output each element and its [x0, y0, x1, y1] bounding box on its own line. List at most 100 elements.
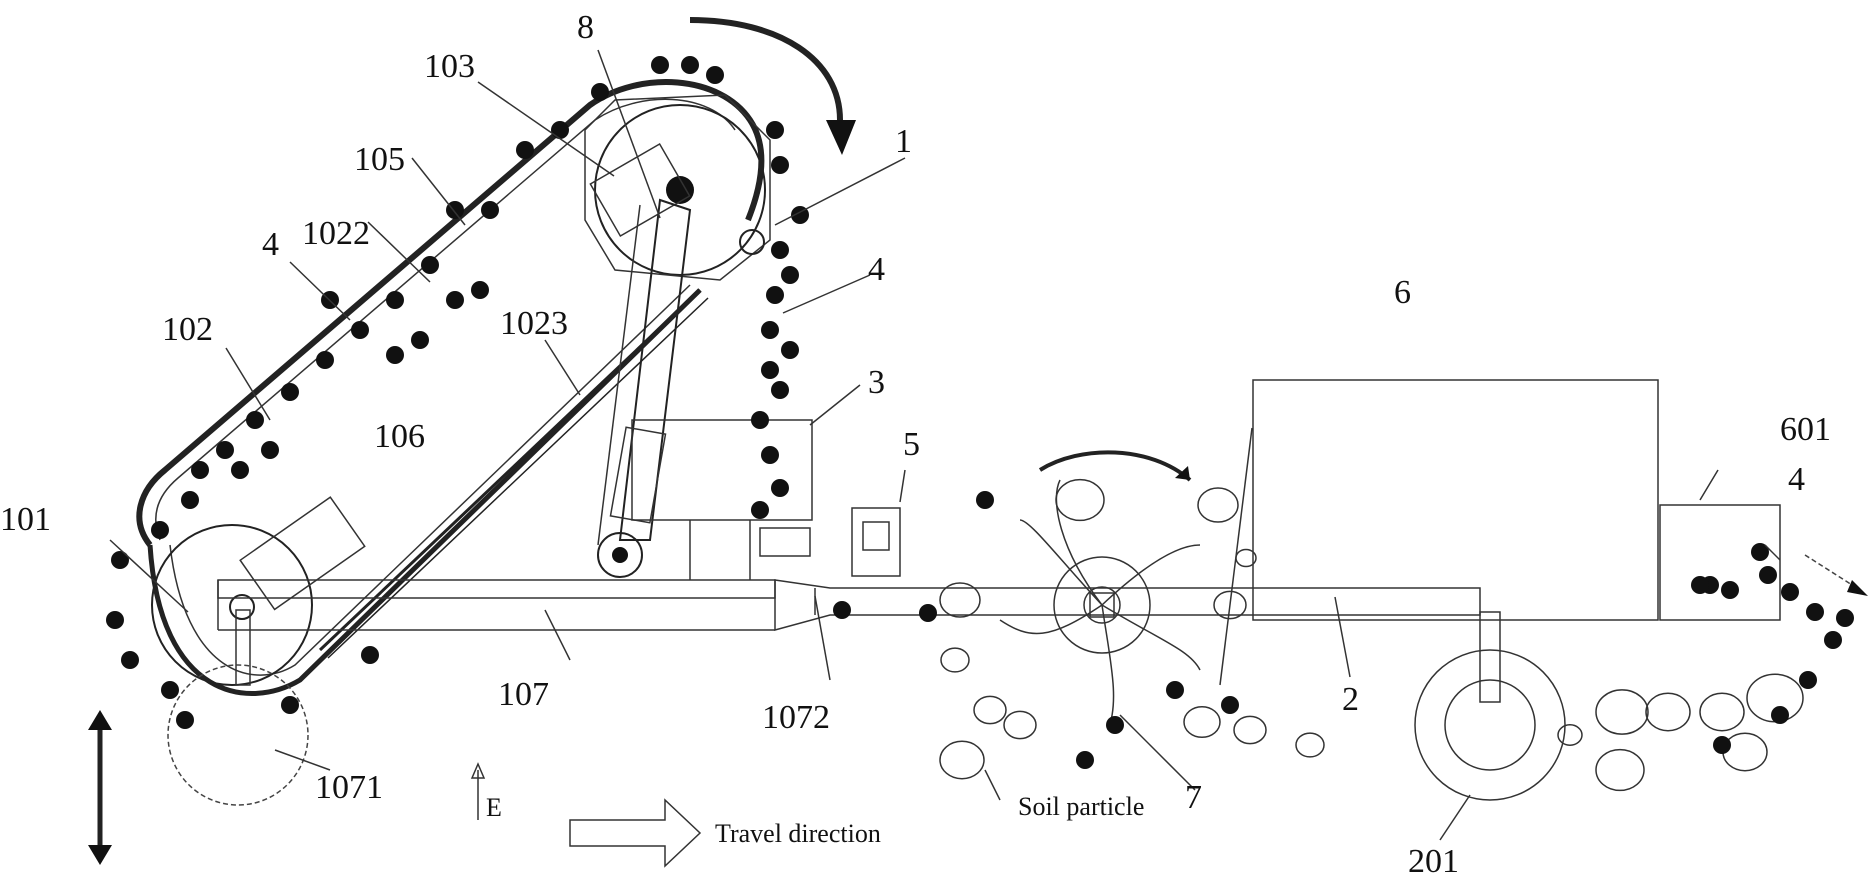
particle-dot: [516, 141, 534, 159]
particle-dot: [471, 281, 489, 299]
particle-dot: [191, 461, 209, 479]
soil-clod: [1296, 733, 1324, 757]
soil-clods: [940, 480, 1803, 791]
particle-dot: [761, 446, 779, 464]
label-5: 5: [903, 426, 920, 463]
soil-clod: [1558, 725, 1582, 745]
soil-clod: [1723, 733, 1767, 770]
particle-dot: [1106, 716, 1124, 734]
soil-clod: [1184, 707, 1220, 738]
particle-dot: [1824, 631, 1842, 649]
label-3: 3: [868, 364, 885, 401]
wheel-201: [1415, 612, 1565, 800]
particle-dot: [1771, 706, 1789, 724]
soil-clod: [1004, 711, 1036, 738]
soil-clod: [1198, 488, 1238, 522]
soil-clod: [1700, 693, 1744, 730]
particle-dot: [1221, 696, 1239, 714]
particle-dot: [591, 83, 609, 101]
travel-direction-arrow: [570, 800, 700, 866]
particle-dot: [216, 441, 234, 459]
particle-dot: [281, 696, 299, 714]
particle-dot: [771, 479, 789, 497]
particle-dot: [1781, 583, 1799, 601]
particle-dot: [681, 56, 699, 74]
label-106: 106: [374, 418, 425, 455]
particle-dot: [446, 291, 464, 309]
label-1072: 1072: [762, 699, 830, 736]
soil-clod: [1596, 690, 1648, 734]
particle-dot: [771, 156, 789, 174]
soil-clod: [1596, 750, 1644, 791]
particle-dot: [1076, 751, 1094, 769]
particle-dot: [281, 383, 299, 401]
particle-dot: [751, 411, 769, 429]
particle-dot: [261, 441, 279, 459]
label-4-right: 4: [1788, 461, 1805, 498]
label-6: 6: [1394, 274, 1411, 311]
particle-dot: [766, 121, 784, 139]
particle-dot: [976, 491, 994, 509]
label-1022: 1022: [302, 215, 370, 252]
particle-dot: [316, 351, 334, 369]
particle-dot: [1713, 736, 1731, 754]
particle-dot: [706, 66, 724, 84]
e-arrow: [472, 764, 484, 820]
particle-dot: [481, 201, 499, 219]
label-2: 2: [1342, 681, 1359, 718]
particle-dot: [551, 121, 569, 139]
label-4-left: 4: [262, 226, 279, 263]
particle-dot: [231, 461, 249, 479]
particle-dot: [781, 341, 799, 359]
soil-clod: [974, 696, 1006, 723]
label-1071: 1071: [315, 769, 383, 806]
label-8: 8: [577, 9, 594, 46]
particle-dot: [411, 331, 429, 349]
particle-dot: [1799, 671, 1817, 689]
label-105: 105: [354, 141, 405, 178]
particle-dot: [351, 321, 369, 339]
soil-clod: [1646, 693, 1690, 730]
label-soil-particle: Soil particle: [1018, 792, 1144, 821]
label-201: 201: [1408, 843, 1459, 879]
vertical-double-arrow: [88, 710, 112, 865]
soil-clod: [1234, 716, 1266, 743]
label-101: 101: [0, 501, 51, 538]
component-5-box: [852, 508, 900, 576]
particle-dot: [1759, 566, 1777, 584]
label-7: 7: [1185, 779, 1202, 816]
label-4-mid: 4: [868, 251, 885, 288]
soil-clod: [1056, 480, 1104, 521]
label-102: 102: [162, 311, 213, 348]
soil-clod: [940, 741, 984, 778]
label-107: 107: [498, 676, 549, 713]
particle-dot: [246, 411, 264, 429]
particle-dot: [386, 291, 404, 309]
label-1023: 1023: [500, 305, 568, 342]
particle-dot: [761, 321, 779, 339]
particle-dot: [651, 56, 669, 74]
particle-dot: [1691, 576, 1709, 594]
particle-dot: [1806, 603, 1824, 621]
particle-dot: [121, 651, 139, 669]
label-e: E: [486, 793, 502, 822]
particle-dot: [771, 381, 789, 399]
particle-dot: [181, 491, 199, 509]
head-sprocket: [585, 95, 770, 280]
label-1: 1: [895, 123, 912, 160]
particle-dot: [1721, 581, 1739, 599]
particle-dot: [1166, 681, 1184, 699]
particle-dot: [833, 601, 851, 619]
particle-dot: [761, 361, 779, 379]
particle-dot: [771, 241, 789, 259]
particle-dot: [766, 286, 784, 304]
particle-dot: [161, 681, 179, 699]
particle-dot: [781, 266, 799, 284]
particle-dot: [111, 551, 129, 569]
particle-dot: [919, 604, 937, 622]
soil-clod: [941, 648, 969, 672]
particle-dot: [1836, 609, 1854, 627]
component-3-box: [610, 420, 812, 580]
